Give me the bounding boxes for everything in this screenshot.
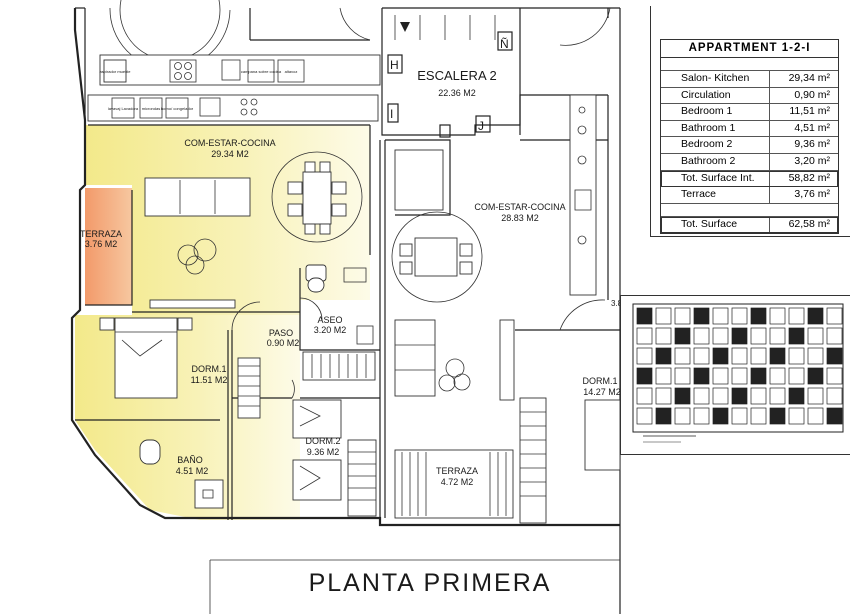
table-total-value: 62,58 m² xyxy=(788,217,830,230)
table-rows: Salon- Kitchen 29,34 m² Circulation 0,90 m²… xyxy=(661,71,838,204)
table-row-value: 11,51 m² xyxy=(789,105,830,118)
letter-i: I xyxy=(390,107,393,121)
aseo-area: 3.20 M2 xyxy=(314,325,347,335)
com1-area: 29.34 M2 xyxy=(211,149,249,159)
escalera-name: ESCALERA 2 xyxy=(417,68,497,83)
surface-table: APPARTMENT 1-2-I Salon- Kitchen 29,34 m² C… xyxy=(660,39,839,235)
dorm1-name: DORM.1 xyxy=(191,364,226,374)
bathroom-fixtures xyxy=(139,439,224,509)
dorm1-area: 11.51 M2 xyxy=(191,375,228,385)
table-row-label: Bedroom 2 xyxy=(661,137,770,153)
appliance-label: aspirador mueble xyxy=(100,69,132,74)
beds xyxy=(99,317,621,501)
living-right-furniture xyxy=(391,94,597,401)
bano-name: BAÑO xyxy=(177,455,203,465)
table-row-value: 9,36 m² xyxy=(794,138,830,151)
table-row-value: 3,76 m² xyxy=(794,188,830,201)
table-row: Terrace 3,76 m² xyxy=(661,187,838,204)
dorm2-area: 9.36 M2 xyxy=(307,447,340,457)
table-spacer xyxy=(661,58,838,71)
table-row-label: Circulation xyxy=(661,87,770,104)
aseo-name: ASEO xyxy=(317,315,342,325)
dorm1b-name: DORM.1 xyxy=(582,376,617,386)
table-row: Tot. Surface Int. 58,82 m² xyxy=(661,170,838,188)
table-spacer xyxy=(661,204,838,217)
table-row-label: Bedroom 1 xyxy=(661,104,770,120)
table-total-label: Tot. Surface xyxy=(661,216,770,233)
kitchen-counter-top xyxy=(99,54,381,86)
table-row: Bathroom 1 4,51 m² xyxy=(661,120,838,138)
table-row-value: 29,34 m² xyxy=(788,72,830,84)
table-frame xyxy=(650,6,850,237)
living-left-furniture xyxy=(144,151,363,309)
paso-area: 0.90 M2 xyxy=(267,338,300,348)
table-row-value: 58,82 m² xyxy=(788,171,830,184)
letter-n: Ñ xyxy=(500,37,509,51)
table-row: Bedroom 2 9,36 m² xyxy=(661,137,838,154)
appliance-label: altavoz xyxy=(285,69,298,74)
terraza1-area: 3.76 M2 xyxy=(85,239,118,249)
table-row: Salon- Kitchen 29,34 m² xyxy=(661,71,838,88)
grid-letters: H I J Ñ xyxy=(390,37,509,133)
kitchen-counter-bottom xyxy=(87,94,379,126)
com1-name: COM-ESTAR-COCINA xyxy=(184,138,275,148)
appliance-label: campana sobre cocina xyxy=(241,69,282,74)
appliance-label: microndas xyxy=(142,106,160,111)
aseo-fixtures xyxy=(305,264,374,345)
com2-name: COM-ESTAR-COCINA xyxy=(474,202,565,212)
table-row-value: 4,51 m² xyxy=(794,121,830,134)
table-row-label: Tot. Surface Int. xyxy=(661,170,770,187)
letter-j: J xyxy=(478,119,484,133)
terrace-lower xyxy=(394,449,514,519)
paso-name: PASO xyxy=(269,328,293,338)
terraza2-area: 4.72 M2 xyxy=(441,477,474,487)
terraza1-name: TERRAZA xyxy=(80,229,122,239)
escalera-area: 22.36 M2 xyxy=(438,88,476,98)
bottom-lines xyxy=(209,559,620,614)
exterior-walls xyxy=(70,7,620,527)
table-row-label: Bathroom 2 xyxy=(661,153,770,170)
wardrobes xyxy=(237,351,547,524)
table-row-value: 3,20 m² xyxy=(794,154,830,167)
key-plan-thumbnail xyxy=(620,295,850,455)
bano-area: 4.51 M2 xyxy=(176,466,209,476)
interior-walls xyxy=(75,95,620,520)
table-row: Bedroom 1 11,51 m² xyxy=(661,104,838,121)
dorm1b-area: 14.27 M2 xyxy=(583,387,621,397)
appliance-labels: aspirador mueble campana sobre cocina al… xyxy=(100,69,298,111)
com2-area: 28.83 M2 xyxy=(501,213,539,223)
dorm2-name: DORM.2 xyxy=(305,436,340,446)
table-row-label: Terrace xyxy=(661,187,770,203)
appliance-label: lavavaj Lavadora xyxy=(108,106,139,111)
terraza2-name: TERRAZA xyxy=(436,466,478,476)
table-row-label: Salon- Kitchen xyxy=(661,71,770,87)
table-row-label: Bathroom 1 xyxy=(661,120,770,137)
letter-h: H xyxy=(390,58,399,72)
table-row-value: 0,90 m² xyxy=(794,88,830,101)
partial-room-label: 3.8 xyxy=(611,299,623,308)
appliance-label: horno/ congelador xyxy=(161,106,194,111)
footer-title: PLANTA PRIMERA xyxy=(309,569,552,597)
table-row: Circulation 0,90 m² xyxy=(661,87,838,105)
table-row: Bathroom 2 3,20 m² xyxy=(661,153,838,171)
room-labels: ESCALERA 2 22.36 M2 COM-ESTAR-COCINA 29.… xyxy=(80,68,623,487)
table-title: APPARTMENT 1-2-I xyxy=(661,40,838,58)
key-plan-graphic xyxy=(632,303,844,443)
table-total-row: Tot. Surface 62,58 m² xyxy=(661,216,838,234)
